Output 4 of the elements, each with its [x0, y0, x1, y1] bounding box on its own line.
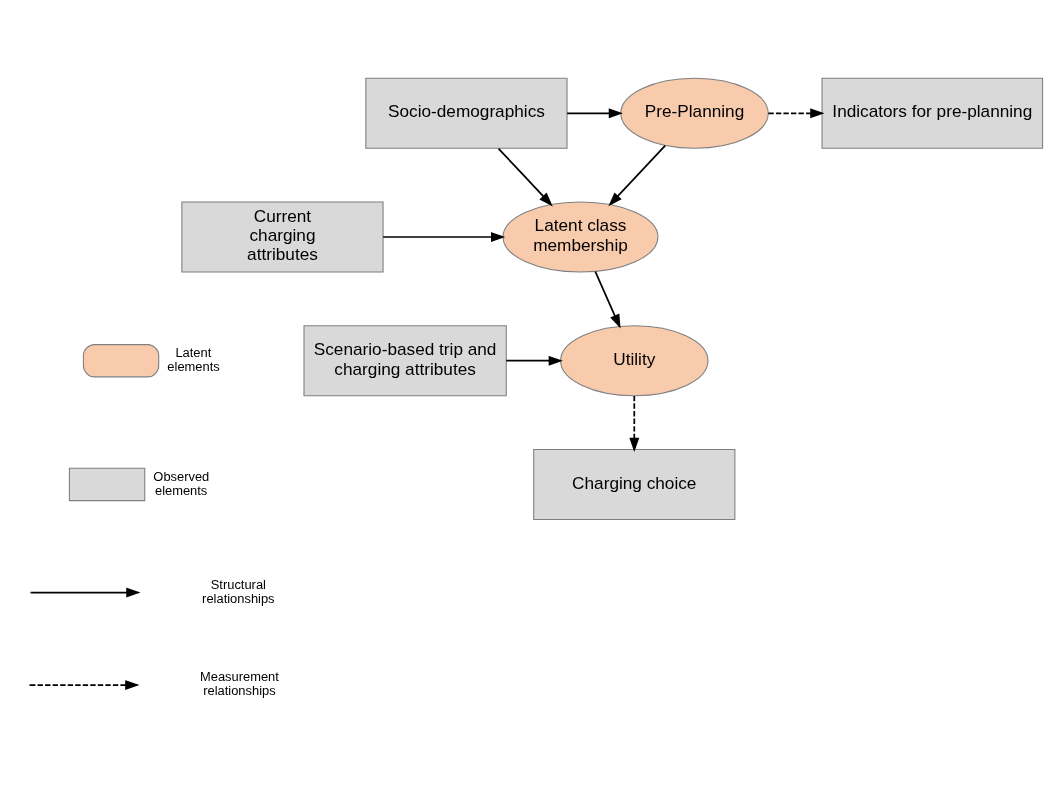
legend-label: Observed elements [153, 468, 210, 498]
legend-label: Latent elements [167, 345, 220, 375]
legend-label: Structural relationships [202, 576, 275, 606]
legend-label: Measurement relationships [199, 669, 279, 699]
